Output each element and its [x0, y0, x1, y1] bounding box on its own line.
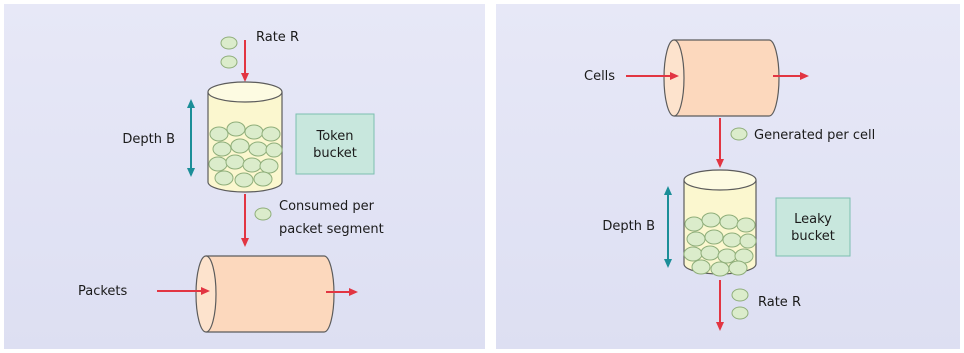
- packets-label: Packets: [78, 284, 128, 299]
- token-bucket-diagram: Rate R Depth B Token bucket Consumed per…: [78, 30, 384, 333]
- token-pile: [683, 212, 757, 277]
- incoming-token: [220, 36, 238, 50]
- cells-label: Cells: [584, 69, 615, 84]
- outgoing-token: [731, 288, 749, 302]
- outgoing-token: [731, 306, 749, 320]
- leaky-bucket-diagram: Cells Generated per cell Depth B Leaky b…: [584, 39, 875, 331]
- consumed-label-line2: packet segment: [279, 222, 384, 237]
- incoming-token: [220, 55, 238, 69]
- cells-pipe: [663, 39, 780, 117]
- bucket-label-box: [295, 113, 375, 175]
- bucket-label-line2: bucket: [791, 229, 835, 244]
- bucket-label-box: [775, 197, 851, 257]
- token-pile: [208, 121, 283, 188]
- generated-label: Generated per cell: [754, 128, 875, 143]
- rate-label: Rate R: [758, 295, 801, 310]
- generated-token: [730, 127, 748, 141]
- bucket-label-line1: Leaky: [794, 212, 832, 227]
- leaky-bucket: [683, 169, 757, 277]
- depth-label: Depth B: [602, 219, 655, 234]
- packet-pipe: [195, 255, 335, 333]
- consumed-label-line1: Consumed per: [279, 199, 375, 214]
- rate-label: Rate R: [256, 30, 299, 45]
- token-bucket: [207, 81, 283, 193]
- token-bucket-panel: Rate R Depth B Token bucket Consumed per…: [4, 4, 485, 349]
- depth-label: Depth B: [122, 132, 175, 147]
- bucket-label-line1: Token: [316, 129, 354, 144]
- bucket-label-line2: bucket: [313, 146, 357, 161]
- leaky-bucket-panel: Cells Generated per cell Depth B Leaky b…: [496, 4, 960, 349]
- consumed-token: [254, 207, 272, 221]
